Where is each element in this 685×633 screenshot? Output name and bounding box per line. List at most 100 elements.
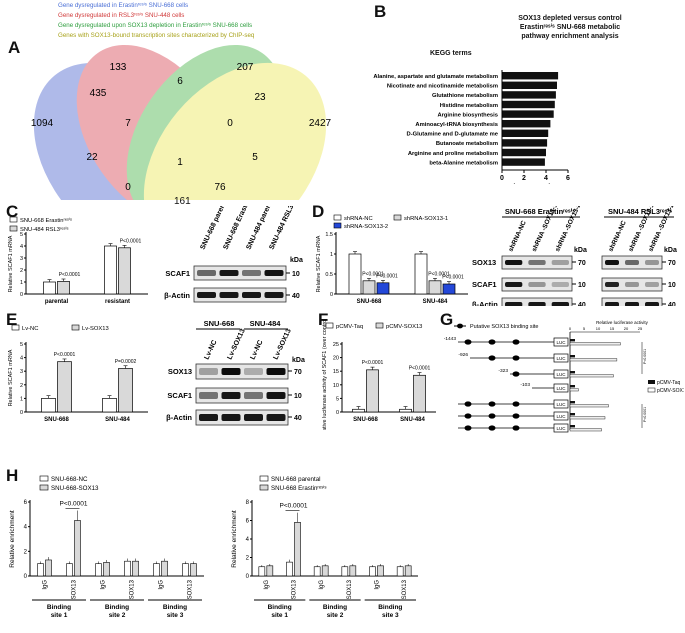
blot-band [266, 414, 286, 421]
b-tick-label: 0 [500, 175, 504, 182]
y-tick-label: 1 [330, 252, 333, 258]
venn-num-10: 22 [86, 152, 98, 163]
x-category-label: IgG [43, 580, 49, 590]
blot-band [645, 302, 659, 306]
g-position-label: -103 [520, 382, 530, 388]
g-legend-label: pCMV-SOX13 [657, 388, 684, 394]
y-axis-label: Relative SCAF1 mRNA [316, 235, 322, 292]
y-tick-label: 0 [20, 410, 23, 416]
y-tick-label: 1.5 [325, 232, 333, 238]
bar [377, 565, 384, 577]
g-bar-sox13 [569, 404, 609, 408]
p-value-label: P<0.0001 [428, 271, 450, 277]
blot-band [219, 292, 239, 298]
g-bar-taq [570, 401, 575, 404]
p-value-label: P=0.0002 [115, 359, 137, 365]
g-luc-label: LUC [556, 386, 566, 391]
blot-band [244, 414, 263, 421]
bar [124, 560, 131, 577]
g-tick-label: 0 [569, 326, 572, 331]
blot-kda-value: 40 [578, 302, 586, 306]
venn-legend-4: Genes with SOX13-bound transcription sit… [58, 32, 255, 39]
b-bar [502, 139, 548, 147]
b-category-label: Histidine metabolism [440, 103, 498, 109]
b-category-label: Butanoate metabolism [436, 141, 498, 147]
bar [399, 408, 412, 413]
bar [428, 280, 442, 295]
y-tick-label: 4 [20, 244, 23, 250]
g-luc-box [553, 399, 569, 409]
y-tick-label: 15 [333, 369, 339, 375]
b-tick-label: 4 [544, 175, 548, 182]
blot-kda-label: kDa [574, 247, 587, 254]
bar [57, 281, 70, 295]
p-value-label: P<0.0001 [362, 360, 384, 366]
y-tick-label: 3 [20, 369, 23, 375]
p-value-label: P<0.0001 [362, 271, 384, 277]
g-bar-sox13 [569, 374, 614, 378]
group-label: Binding [47, 604, 71, 611]
venn-num-8: 0 [227, 118, 233, 129]
legend-label: Lv-NC [22, 326, 38, 332]
bar [104, 245, 117, 295]
blot-band [199, 414, 218, 421]
bar [321, 565, 329, 577]
y-axis-label: Relative SCAF1 mRNA [8, 349, 14, 406]
g-binding-site [512, 355, 520, 361]
bar [132, 560, 139, 577]
g-luc-box [553, 411, 569, 421]
x-category-label: SOX13 [292, 579, 298, 599]
g-mutation-mark: × [513, 423, 518, 433]
venn-num-14: 76 [214, 182, 226, 193]
b-category-label: Alanine, aspartate and glutamate metabol… [373, 74, 498, 80]
g-position-label: -323 [498, 368, 508, 374]
blot-band [244, 392, 263, 399]
g-luc-box [553, 337, 569, 347]
blot-band [625, 260, 639, 265]
b-bar [502, 110, 554, 118]
p-value-label: P<0.0001 [54, 352, 76, 358]
group-label: site 3 [382, 612, 399, 619]
y-tick-label: 0 [336, 410, 339, 416]
y-tick-label: 25 [333, 342, 339, 348]
g-bar-sox13 [569, 358, 618, 362]
g-tick-label: 25 [638, 326, 643, 331]
bar [103, 562, 110, 577]
y-tick-label: 5 [20, 232, 23, 238]
y-tick-label: 4 [246, 537, 250, 543]
y-tick-label: 3 [20, 256, 23, 262]
group-label: Binding [105, 604, 129, 611]
y-axis-label: Relative enrichment [231, 510, 238, 568]
bar [396, 566, 404, 577]
g-binding-site [464, 339, 472, 345]
y-axis-label: Relative luciferase activity of SCAF1 (o… [322, 320, 328, 430]
group-label: site 2 [327, 612, 344, 619]
panel-label-e: E [6, 310, 18, 329]
legend-label: Lv-SOX13 [82, 326, 109, 332]
blot-row-label: SCAF1 [472, 280, 497, 289]
blot-row-label: SCAF1 [167, 391, 192, 400]
bar [266, 565, 274, 577]
legend-label: SNU-668 Erastinʳᵉˢⁱˢ [20, 217, 72, 224]
g-legend-label: pCMV-Taq [657, 380, 681, 386]
g-binding-site [512, 401, 520, 407]
legend-swatch [333, 214, 342, 221]
b-bar [502, 120, 551, 128]
bar [442, 283, 456, 295]
x-category-label: resistant [105, 299, 130, 305]
blot-band [645, 260, 659, 265]
group-label: site 3 [167, 612, 184, 619]
bar [376, 282, 390, 295]
blot-kda-value: 40 [292, 293, 300, 300]
b-category-label: Nicotinate and nicotinamide metabolism [387, 84, 498, 90]
g-tick-label: 5 [583, 326, 586, 331]
blot-band [551, 302, 569, 306]
g-luc-box [553, 383, 569, 393]
blot-band [264, 292, 284, 298]
y-tick-label: 0 [330, 292, 333, 298]
b-bar [502, 91, 556, 99]
panel-label-f: F [318, 310, 329, 329]
legend-swatch [259, 475, 269, 482]
x-category-label: parental [45, 299, 69, 305]
